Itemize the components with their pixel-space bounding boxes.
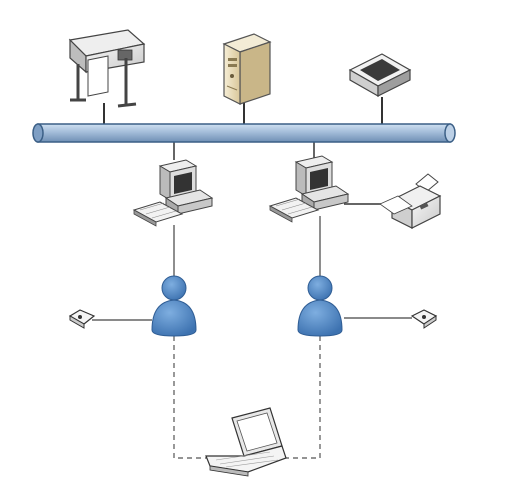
user-icon (151, 275, 197, 337)
user-icon (297, 275, 343, 337)
desktop-computer-icon (132, 159, 214, 227)
edge-user-right-laptop (280, 336, 321, 459)
edge-user-left-laptop (173, 336, 214, 459)
laser-printer-icon (379, 173, 442, 229)
laptop-icon (205, 407, 287, 477)
network-bus (32, 123, 456, 143)
security-token-icon (68, 309, 96, 329)
desktop-computer-icon (268, 155, 350, 223)
security-token-icon (410, 309, 438, 329)
tower-server-icon (222, 33, 272, 105)
plotter-icon (68, 29, 146, 108)
flatbed-scanner-icon (348, 53, 412, 98)
